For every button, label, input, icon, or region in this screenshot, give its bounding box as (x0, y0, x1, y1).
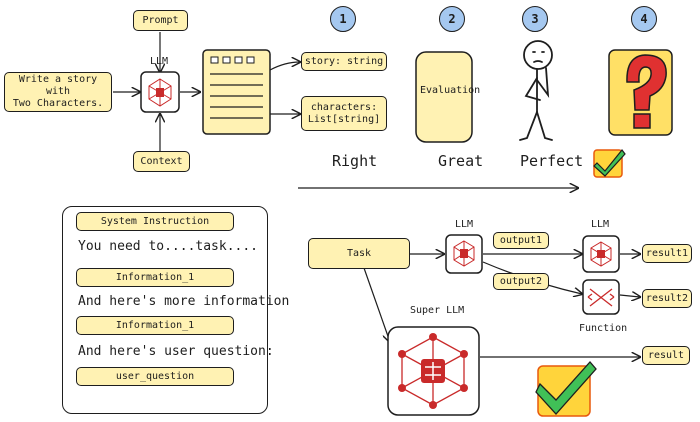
output-story-box: story: string (301, 52, 387, 71)
llm-network-icon (140, 71, 180, 113)
stage-number-3: 3 (522, 6, 548, 32)
system-instruction-box: System Instruction (76, 212, 234, 231)
information-box-2: Information_1 (76, 316, 234, 335)
panel-line-3: And here's user question: (78, 344, 274, 359)
stage-number-1: 1 (330, 6, 356, 32)
user-question-box: user_question (76, 367, 234, 386)
evaluation-box (415, 51, 473, 143)
stage-number-4: 4 (631, 6, 657, 32)
output1-box: output1 (493, 232, 549, 249)
function-label: Function (579, 323, 628, 334)
super-llm-label: Super LLM (410, 305, 465, 316)
context-box: Context (133, 151, 190, 172)
super-llm-icon (387, 326, 480, 416)
llm-label-pipeline-2: LLM (591, 219, 610, 230)
stage-label-right: Right (332, 152, 378, 170)
function-icon (582, 279, 620, 315)
llm-icon-pipeline-1 (445, 234, 483, 274)
output-characters-box: characters: List[string] (301, 96, 387, 131)
arrows-top-left (113, 32, 578, 188)
result2-box: result2 (642, 289, 692, 308)
output2-box: output2 (493, 273, 549, 290)
thinking-person-figure (519, 40, 553, 141)
evaluation-label: Evaluation (420, 85, 481, 96)
document-icon (202, 49, 271, 135)
stage-label-great: Great (438, 152, 484, 170)
information-box-1: Information_1 (76, 268, 234, 287)
check-icon (593, 149, 626, 178)
result-box: result (642, 346, 690, 365)
llm-label: LLM (150, 56, 169, 67)
llm-icon-pipeline-2 (582, 235, 620, 273)
prompt-box: Prompt (133, 10, 188, 31)
panel-line-1: You need to....task.... (78, 239, 259, 254)
llm-label-pipeline-1: LLM (455, 219, 474, 230)
check-icon-large (535, 361, 597, 417)
stage-number-2: 2 (439, 6, 465, 32)
prompt-template-panel (62, 206, 268, 414)
panel-line-2: And here's more information (78, 294, 290, 309)
stage-label-perfect: Perfect (520, 152, 584, 170)
task-box: Task (308, 238, 410, 269)
input-prompt-box: Write a story with Two Characters. (4, 72, 112, 112)
result1-box: result1 (642, 244, 692, 263)
question-mark-icon (608, 49, 673, 136)
